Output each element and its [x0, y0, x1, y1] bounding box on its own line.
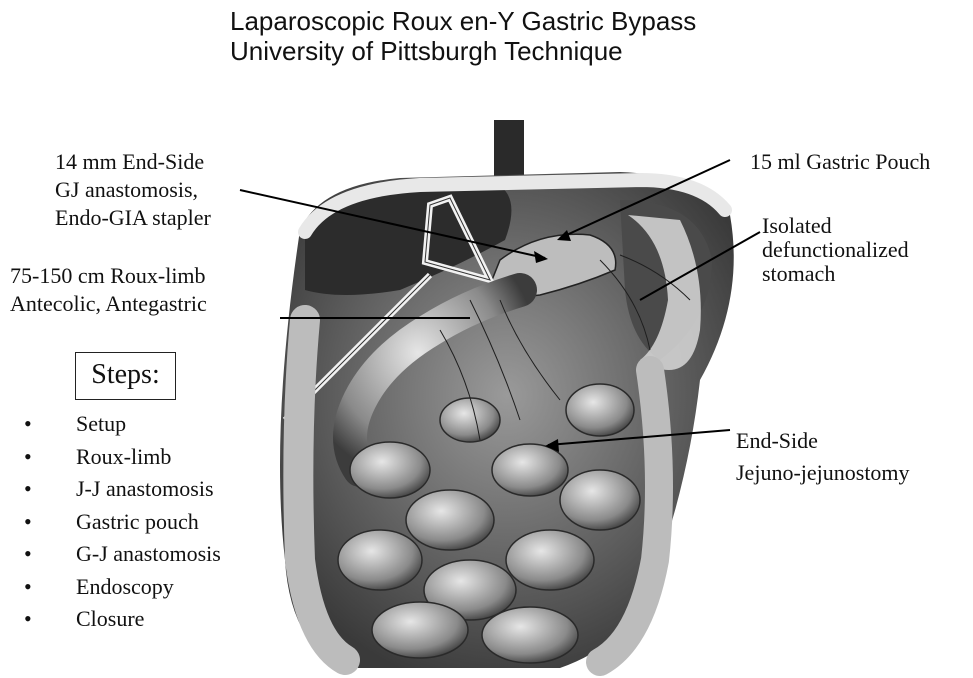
bullet: • — [24, 540, 76, 568]
list-item: •G-J anastomosis — [24, 540, 221, 573]
bullet: • — [24, 410, 76, 438]
label-isolated-line-1: Isolated — [762, 214, 909, 238]
step-label: G-J anastomosis — [76, 541, 221, 566]
label-isolated-line-3: stomach — [762, 262, 909, 286]
label-jj-line-2: Jejuno-jejunostomy — [736, 457, 910, 489]
bullet: • — [24, 443, 76, 471]
label-gj-line-1: 14 mm End-Side — [55, 148, 211, 176]
label-roux-line-2: Antecolic, Antegastric — [10, 290, 207, 318]
label-gj-anastomosis: 14 mm End-Side GJ anastomosis, Endo-GIA … — [55, 148, 211, 232]
label-gastric-pouch: 15 ml Gastric Pouch — [750, 148, 930, 176]
list-item: •Gastric pouch — [24, 508, 221, 541]
step-label: Setup — [76, 411, 126, 436]
label-isolated-line-2: defunctionalized — [762, 238, 909, 262]
step-label: Endoscopy — [76, 574, 174, 599]
step-label: J-J anastomosis — [76, 476, 214, 501]
step-label: Gastric pouch — [76, 509, 199, 534]
label-jejunojejunostomy: End-Side Jejuno-jejunostomy — [736, 425, 910, 489]
steps-heading: Steps: — [75, 352, 176, 400]
step-label: Closure — [76, 606, 144, 631]
list-item: •Closure — [24, 605, 221, 638]
label-gj-line-3: Endo-GIA stapler — [55, 204, 211, 232]
label-jj-line-1: End-Side — [736, 425, 910, 457]
list-item: •J-J anastomosis — [24, 475, 221, 508]
step-label: Roux-limb — [76, 444, 171, 469]
bullet: • — [24, 605, 76, 633]
label-roux-line-1: 75-150 cm Roux-limb — [10, 262, 207, 290]
list-item: •Setup — [24, 410, 221, 443]
list-item: •Roux-limb — [24, 443, 221, 476]
bullet: • — [24, 508, 76, 536]
label-isolated-stomach: Isolated defunctionalized stomach — [762, 214, 909, 286]
label-roux-limb: 75-150 cm Roux-limb Antecolic, Antegastr… — [10, 262, 207, 318]
bullet: • — [24, 475, 76, 503]
list-item: •Endoscopy — [24, 573, 221, 606]
steps-list: •Setup •Roux-limb •J-J anastomosis •Gast… — [24, 410, 221, 638]
bullet: • — [24, 573, 76, 601]
label-gj-line-2: GJ anastomosis, — [55, 176, 211, 204]
